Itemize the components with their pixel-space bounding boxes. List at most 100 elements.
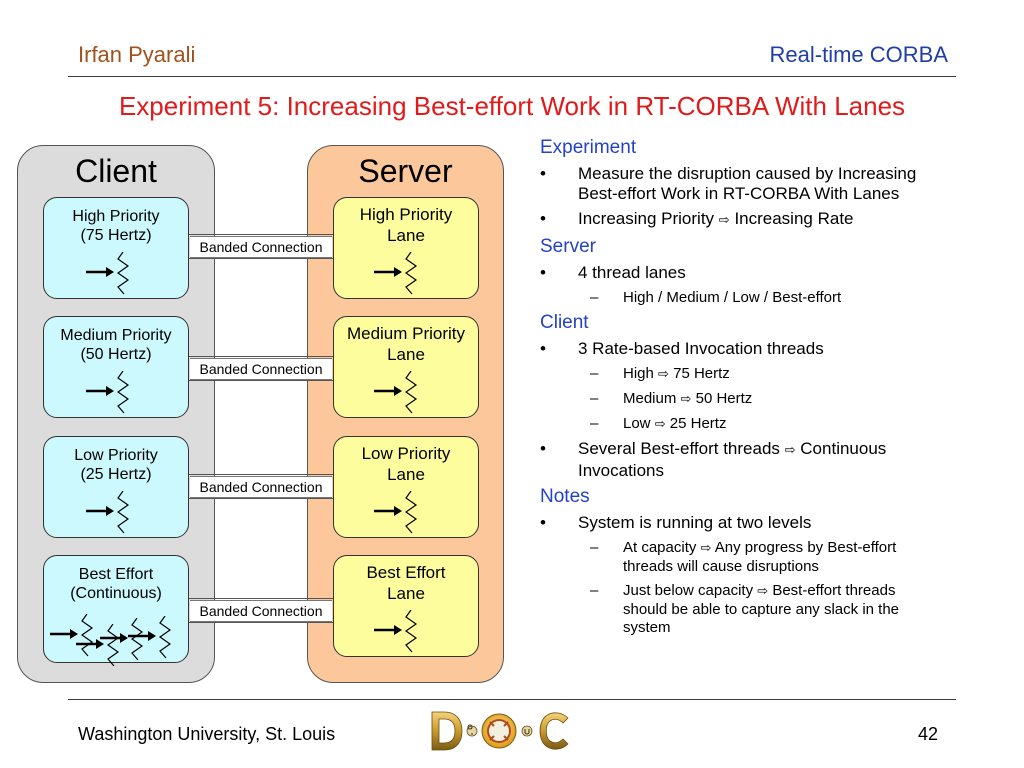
thread-arrow-icon — [86, 252, 130, 296]
banded-connection-label: Banded Connection — [190, 358, 332, 380]
client-best-effort-node: Best Effort (Continuous) — [43, 555, 189, 668]
bullet-mark: • — [540, 263, 546, 282]
node-label: High Priority — [72, 208, 160, 225]
sub-bullet-item: – Low ⇨ 25 Hertz — [540, 415, 985, 434]
bullet-text: Continuous — [800, 439, 887, 458]
section-heading-client: Client — [540, 312, 589, 333]
thread-arrow-icon — [374, 491, 418, 535]
sub-bullet-text: Best-effort threads — [772, 582, 896, 599]
dash-mark: – — [590, 415, 599, 432]
footer-institution: Washington University, St. Louis — [78, 724, 336, 744]
bullet-text: System is running at two levels — [578, 513, 812, 532]
page-number: 42 — [917, 724, 938, 744]
node-label: Best Effort — [366, 563, 446, 582]
section-heading-experiment: Experiment — [540, 137, 637, 158]
sub-bullet-item: – High ⇨ 75 Hertz — [540, 365, 985, 384]
bullet-text: Increasing Rate — [734, 209, 854, 228]
sub-bullet-item: – Just below capacity ⇨ Best-effort thre… — [540, 582, 985, 637]
sub-bullet-item: – High / Medium / Low / Best-effort — [540, 289, 985, 307]
header-divider — [68, 76, 956, 77]
node-label: Medium Priority — [60, 327, 172, 344]
slide-title: Experiment 5: Increasing Best-effort Wor… — [118, 91, 906, 121]
section-heading-notes: Notes — [540, 486, 590, 507]
dash-mark: – — [590, 539, 599, 556]
thread-arrow-icon — [374, 252, 418, 296]
bullet-text: Measure the disruption caused by Increas… — [578, 164, 917, 183]
bullet-text: 4 thread lanes — [578, 263, 686, 282]
bullet-mark: • — [540, 439, 546, 458]
sub-bullet-item: – At capacity ⇨ Any progress by Best-eff… — [540, 539, 985, 576]
server-best-effort-lane: Best Effort Lane — [333, 555, 479, 657]
connector-line — [189, 498, 333, 499]
implies-arrow-icon: ⇨ — [718, 213, 730, 228]
implies-arrow-icon: ⇨ — [658, 367, 669, 382]
bullet-item: • Measure the disruption caused by Incre… — [540, 164, 985, 204]
sub-bullet-text: At capacity — [623, 539, 697, 556]
connector-line — [189, 258, 333, 259]
client-medium-priority-node: Medium Priority (50 Hertz) — [43, 316, 189, 418]
node-rate: (Continuous) — [70, 585, 162, 602]
doc-group-logo — [431, 711, 569, 751]
bullet-mark: • — [540, 209, 546, 228]
author-name: Irfan Pyarali — [78, 42, 196, 67]
dash-mark: – — [590, 289, 599, 306]
sub-bullet-text: threads will cause disruptions — [623, 558, 819, 575]
node-label: Lane — [387, 465, 425, 484]
bullet-item: • Increasing Priority ⇨ Increasing Rate — [540, 209, 985, 231]
dash-mark: – — [590, 582, 599, 599]
node-label: Low Priority — [74, 447, 158, 464]
node-rate: (50 Hertz) — [80, 346, 152, 363]
bullet-item: • 4 thread lanes — [540, 263, 985, 283]
bullet-text: Several Best-effort threads — [578, 439, 780, 458]
thread-arrow-icon — [374, 371, 418, 415]
implies-arrow-icon: ⇨ — [654, 417, 666, 432]
sub-bullet-text: High — [623, 365, 654, 382]
connector-line — [189, 234, 333, 235]
bullet-mark: • — [540, 513, 546, 532]
section-heading-server: Server — [540, 236, 596, 257]
thread-arrow-icon — [86, 491, 130, 535]
bullet-text: Best-effort Work in RT-CORBA With Lanes — [578, 184, 900, 203]
sub-bullet-text: should be able to capture any slack in t… — [623, 601, 900, 618]
bullet-item: • 3 Rate-based Invocation threads — [540, 339, 985, 359]
node-rate: (25 Hertz) — [80, 466, 152, 483]
sub-bullet-text: Medium — [623, 390, 677, 407]
connector-line — [189, 598, 333, 599]
server-low-priority-lane: Low Priority Lane — [333, 436, 479, 538]
node-label: Lane — [387, 226, 425, 245]
bullet-item: • Several Best-effort threads ⇨ Continuo… — [540, 439, 985, 481]
bullet-mark: • — [540, 164, 546, 183]
sub-bullet-item: – Medium ⇨ 50 Hertz — [540, 390, 985, 409]
footer-divider — [68, 699, 956, 700]
sub-bullet-text: Low — [623, 415, 651, 432]
implies-arrow-icon: ⇨ — [757, 584, 769, 599]
implies-arrow-icon: ⇨ — [784, 443, 796, 458]
slide-bullets: Experiment • Measure the disruption caus… — [540, 132, 985, 637]
node-label: High Priority — [359, 205, 453, 224]
bullet-text: 3 Rate-based Invocation threads — [578, 339, 824, 358]
implies-arrow-icon: ⇨ — [700, 541, 712, 556]
connector-line — [189, 474, 333, 475]
thread-arrow-icon — [128, 616, 172, 660]
implies-arrow-icon: ⇨ — [680, 392, 692, 407]
node-label: Best Effort — [78, 566, 154, 583]
sub-bullet-text: Any progress by Best-effort — [714, 539, 897, 556]
server-medium-priority-lane: Medium Priority Lane — [333, 316, 479, 418]
sub-bullet-text: 25 Hertz — [669, 415, 727, 432]
bullet-mark: • — [540, 339, 546, 358]
server-high-priority-lane: High Priority Lane — [333, 197, 479, 299]
banded-connection-label: Banded Connection — [190, 236, 332, 258]
sub-bullet-text: High / Medium / Low / Best-effort — [623, 289, 842, 306]
banded-connection-label: Banded Connection — [190, 600, 332, 622]
dash-mark: – — [590, 390, 599, 407]
node-label: Low Priority — [361, 444, 451, 463]
bullet-text: Invocations — [578, 461, 664, 480]
dash-mark: – — [590, 365, 599, 382]
client-title: Client — [75, 153, 157, 189]
presentation-topic: Real-time CORBA — [769, 42, 948, 67]
sub-bullet-text: 50 Hertz — [695, 390, 753, 407]
banded-connection-label: Banded Connection — [190, 476, 332, 498]
sub-bullet-text: Just below capacity — [623, 582, 754, 599]
node-rate: (75 Hertz) — [80, 227, 152, 244]
node-label: Medium Priority — [346, 324, 466, 343]
